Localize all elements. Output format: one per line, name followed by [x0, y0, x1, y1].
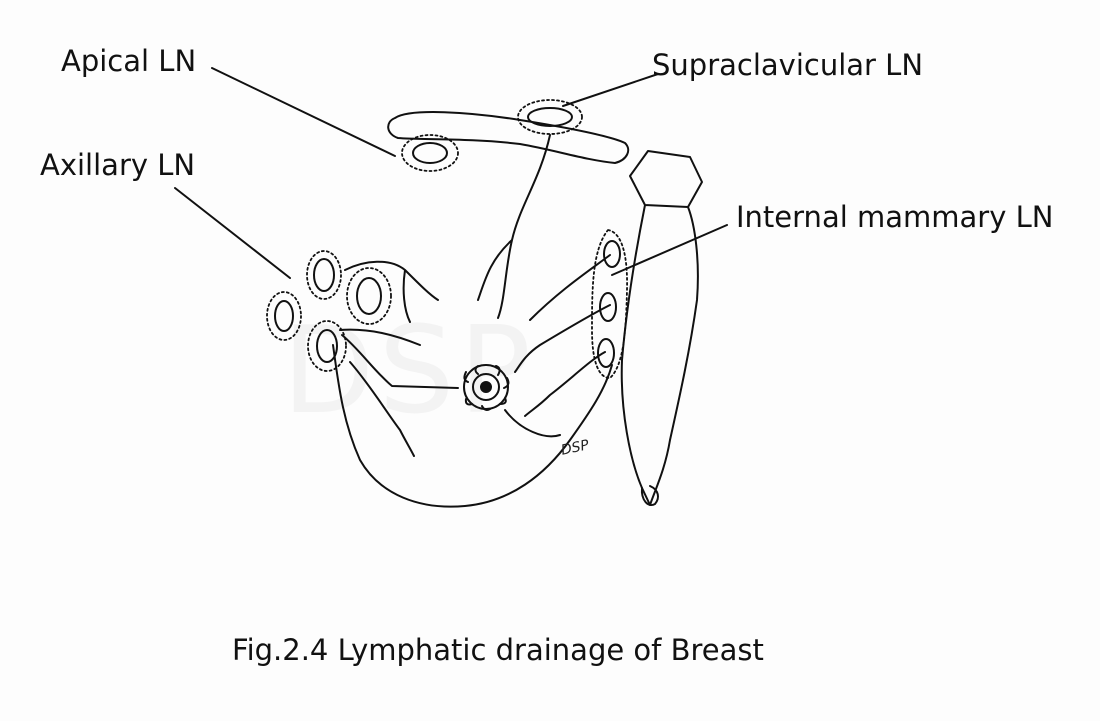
supraclavicular-node — [527, 107, 573, 127]
internal-mammary-node-3 — [597, 338, 615, 368]
lymph-vessel-axillary-middle — [339, 328, 459, 389]
internal-mammary-node-1 — [603, 240, 621, 268]
supraclavicular-node-outline — [517, 99, 583, 135]
axillary-node-outline-3 — [266, 291, 302, 341]
axillary-node-4 — [316, 329, 338, 363]
internal-mammary-outline — [591, 229, 628, 379]
apical-ln-label: Apical LN — [61, 44, 197, 78]
lymph-vessel-axillary-upper — [344, 260, 439, 323]
supraclavicular-leader-line — [562, 73, 659, 107]
nipple — [480, 381, 492, 393]
lymph-vessel-lower — [504, 409, 561, 438]
internal-mammary-leader-line — [611, 224, 728, 276]
breast-outline — [332, 344, 613, 508]
apical-leader-line — [211, 67, 396, 157]
sternum — [620, 150, 703, 506]
apical-node — [412, 142, 448, 164]
lymph-vessel-internal-mammary — [514, 254, 611, 417]
axillary-node-outline-4 — [307, 320, 347, 372]
axillary-node-2 — [356, 277, 382, 315]
internal-mammary-ln-label: Internal mammary LN — [736, 200, 1054, 234]
areola-glands — [463, 365, 510, 411]
apical-node-outline — [401, 134, 459, 172]
figure-caption: Fig.2.4 Lymphatic drainage of Breast — [232, 633, 764, 667]
xiphoid-process — [640, 485, 659, 506]
internal-mammary-node-2 — [599, 292, 617, 322]
supraclavicular-ln-label: Supraclavicular LN — [652, 48, 924, 82]
axillary-node-outline-1 — [306, 250, 342, 300]
lymph-vessel-axillary-lower — [349, 361, 415, 457]
axillary-ln-label: Axillary LN — [40, 148, 196, 182]
axillary-node-3 — [274, 300, 294, 332]
axillary-node-outline-2 — [346, 267, 392, 325]
areola-inner — [472, 373, 500, 401]
lymph-vessel-supraclavicular — [477, 134, 551, 319]
axillary-leader-line — [174, 187, 291, 279]
axillary-node-1 — [313, 258, 335, 292]
clavicle — [387, 111, 630, 164]
